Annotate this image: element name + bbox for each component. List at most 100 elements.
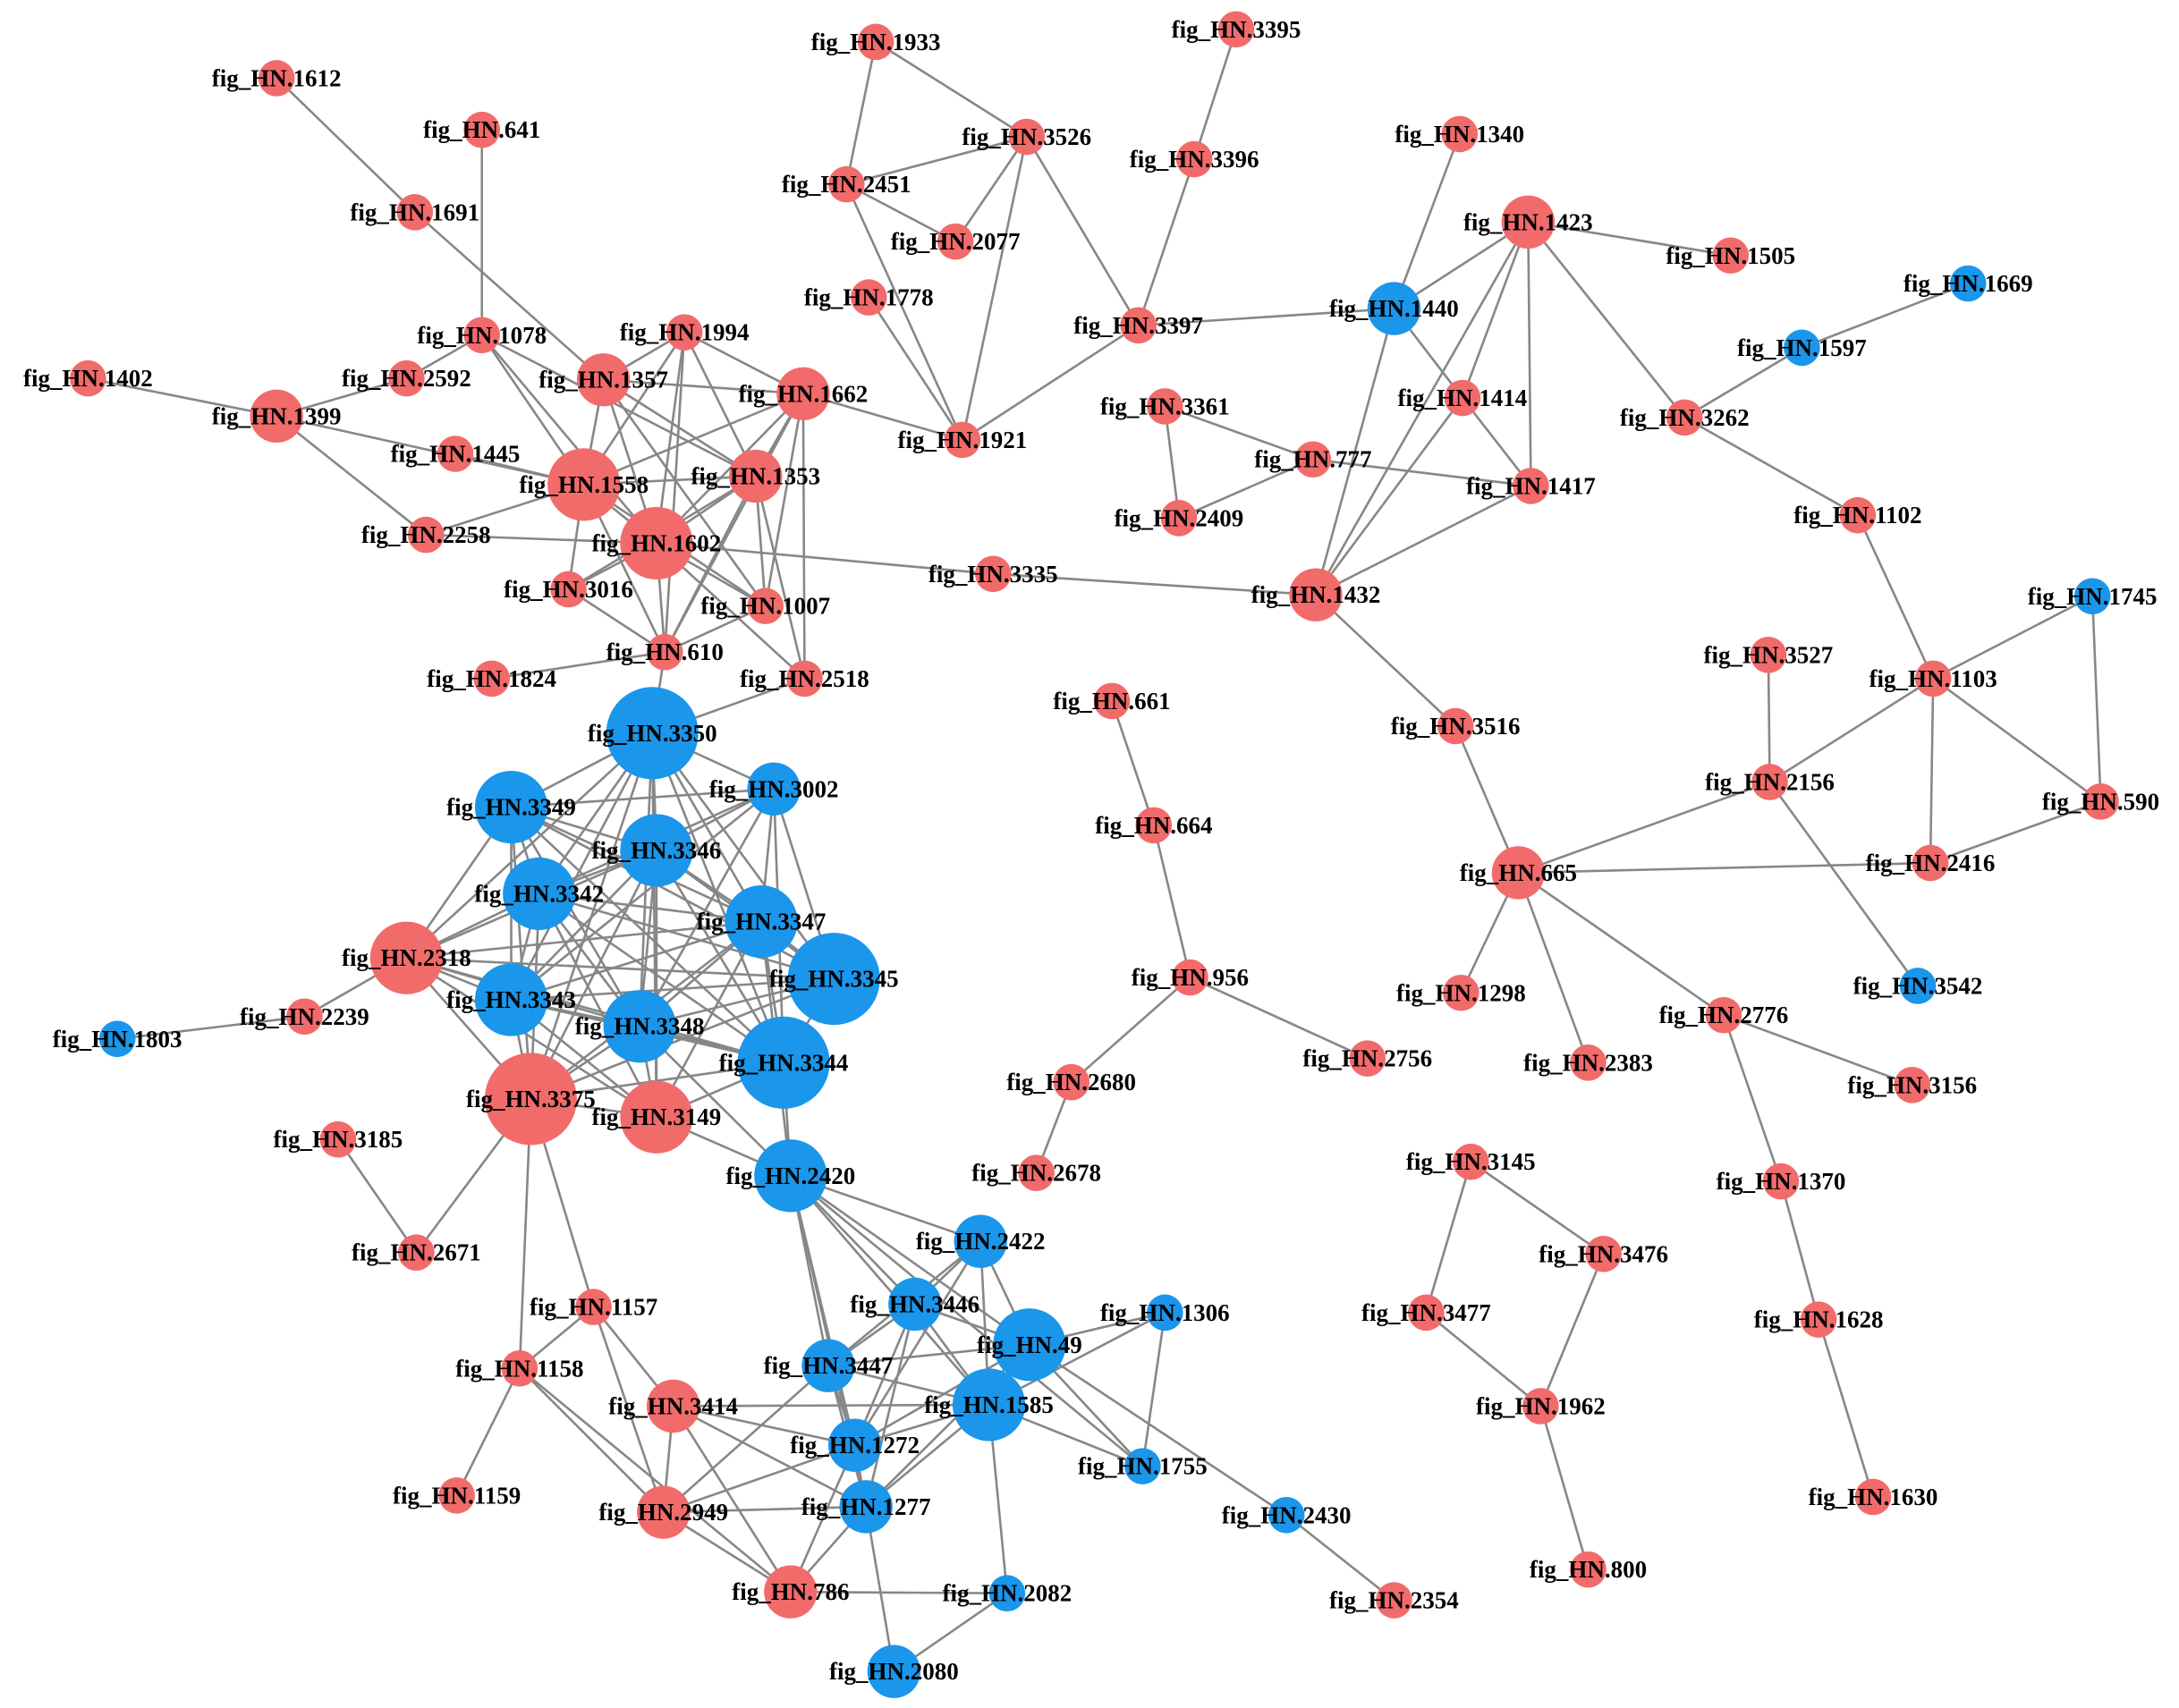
node-1340[interactable] <box>1441 115 1479 153</box>
node-1612[interactable] <box>258 60 295 97</box>
node-786[interactable] <box>764 1565 818 1619</box>
node-641[interactable] <box>463 111 501 148</box>
node-1306[interactable] <box>1147 1294 1183 1332</box>
node-3375[interactable] <box>484 1053 577 1146</box>
node-2430[interactable] <box>1268 1496 1305 1534</box>
node-3156[interactable] <box>1894 1067 1931 1103</box>
node-1353[interactable] <box>729 449 783 503</box>
node-777[interactable] <box>1294 441 1332 478</box>
node-1505[interactable] <box>1712 237 1750 275</box>
node-3447[interactable] <box>801 1339 855 1392</box>
node-3348[interactable] <box>603 990 676 1063</box>
node-1445[interactable] <box>437 435 474 472</box>
node-1277[interactable] <box>839 1480 893 1534</box>
node-2239[interactable] <box>286 998 323 1036</box>
node-1432[interactable] <box>1289 568 1343 621</box>
node-3527[interactable] <box>1750 637 1787 673</box>
node-1921[interactable] <box>944 421 981 459</box>
node-664[interactable] <box>1135 807 1173 844</box>
node-2422[interactable] <box>954 1214 1007 1268</box>
node-1159[interactable] <box>438 1477 475 1514</box>
node-800[interactable] <box>1570 1551 1607 1588</box>
node-3344[interactable] <box>737 1016 830 1109</box>
node-1370[interactable] <box>1762 1163 1800 1200</box>
node-2156[interactable] <box>1751 764 1788 800</box>
node-1440[interactable] <box>1367 282 1421 335</box>
node-1157[interactable] <box>575 1289 612 1325</box>
node-3414[interactable] <box>646 1379 700 1433</box>
node-3347[interactable] <box>725 885 798 959</box>
node-1691[interactable] <box>396 194 434 231</box>
node-3350[interactable] <box>606 687 699 780</box>
node-1102[interactable] <box>1839 496 1877 534</box>
node-1669[interactable] <box>1949 265 1987 302</box>
node-1630[interactable] <box>1854 1478 1892 1516</box>
node-3342[interactable] <box>503 857 576 930</box>
node-3145[interactable] <box>1453 1143 1489 1180</box>
node-3516[interactable] <box>1437 707 1474 745</box>
node-1597[interactable] <box>1784 329 1820 367</box>
node-2318[interactable] <box>369 921 444 994</box>
node-3346[interactable] <box>620 814 693 887</box>
node-3349[interactable] <box>474 770 548 844</box>
node-2416[interactable] <box>1912 844 1949 882</box>
node-3477[interactable] <box>1408 1294 1445 1332</box>
node-2409[interactable] <box>1160 500 1198 537</box>
node-1628[interactable] <box>1800 1301 1837 1338</box>
node-2949[interactable] <box>637 1485 691 1539</box>
node-1399[interactable] <box>250 389 303 444</box>
node-2592[interactable] <box>388 359 425 397</box>
node-2082[interactable] <box>988 1575 1026 1612</box>
node-2080[interactable] <box>867 1645 921 1698</box>
node-1962[interactable] <box>1522 1388 1559 1425</box>
node-1585[interactable] <box>952 1368 1026 1442</box>
node-1602[interactable] <box>620 506 693 580</box>
node-1417[interactable] <box>1513 468 1549 504</box>
node-2671[interactable] <box>398 1234 435 1271</box>
node-956[interactable] <box>1172 959 1208 996</box>
node-3343[interactable] <box>474 963 548 1036</box>
node-1745[interactable] <box>2073 578 2111 615</box>
node-3526[interactable] <box>1008 118 1046 156</box>
node-1558[interactable] <box>547 448 621 521</box>
node-590[interactable] <box>2082 783 2119 820</box>
node-1007[interactable] <box>747 588 784 625</box>
node-3149[interactable] <box>620 1080 693 1154</box>
node-3446[interactable] <box>888 1277 942 1332</box>
node-2678[interactable] <box>1018 1154 1055 1191</box>
node-3542[interactable] <box>1899 968 1937 1004</box>
node-2451[interactable] <box>827 165 865 203</box>
node-2258[interactable] <box>407 516 445 554</box>
node-1778[interactable] <box>850 279 887 316</box>
node-3397[interactable] <box>1120 307 1157 344</box>
node-1402[interactable] <box>70 359 106 397</box>
node-1078[interactable] <box>463 317 501 354</box>
node-665[interactable] <box>1491 846 1546 900</box>
node-1824[interactable] <box>473 660 510 698</box>
node-3185[interactable] <box>319 1120 357 1158</box>
node-1414[interactable] <box>1444 379 1481 417</box>
node-2776[interactable] <box>1705 996 1742 1034</box>
node-2354[interactable] <box>1376 1582 1412 1619</box>
node-661[interactable] <box>1093 682 1131 720</box>
node-1423[interactable] <box>1501 195 1555 249</box>
node-1357[interactable] <box>576 353 631 407</box>
node-1803[interactable] <box>98 1020 136 1058</box>
node-610[interactable] <box>646 633 683 671</box>
node-3476[interactable] <box>1585 1235 1622 1273</box>
node-1755[interactable] <box>1124 1448 1161 1484</box>
node-3345[interactable] <box>787 933 880 1026</box>
node-2420[interactable] <box>754 1139 827 1213</box>
node-49[interactable] <box>993 1308 1066 1382</box>
node-3016[interactable] <box>550 571 587 608</box>
node-3262[interactable] <box>1666 399 1703 436</box>
node-1662[interactable] <box>776 367 830 421</box>
node-1103[interactable] <box>1914 660 1952 698</box>
node-1298[interactable] <box>1443 974 1480 1011</box>
node-1933[interactable] <box>857 23 894 61</box>
node-1272[interactable] <box>827 1418 882 1472</box>
node-1158[interactable] <box>501 1350 538 1387</box>
node-2077[interactable] <box>937 223 974 260</box>
node-3395[interactable] <box>1217 11 1255 48</box>
node-2518[interactable] <box>786 660 823 698</box>
